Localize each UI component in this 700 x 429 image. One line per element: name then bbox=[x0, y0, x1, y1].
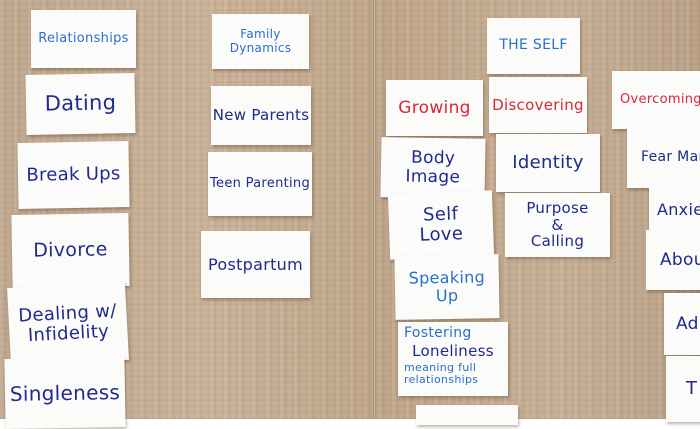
card-divorce: Divorce bbox=[11, 212, 130, 289]
card-dating-text: Dating bbox=[44, 90, 117, 117]
card-t-partial-text: T bbox=[686, 378, 698, 400]
card-fostering-text: Fostering bbox=[404, 325, 472, 341]
card-discovering-text: Discovering bbox=[492, 95, 584, 114]
card-new-parents: New Parents bbox=[211, 86, 311, 145]
table-seam bbox=[373, 0, 376, 419]
card-overcoming-text: Overcoming bbox=[620, 91, 700, 107]
card-self-love: Self Love bbox=[387, 190, 495, 260]
card-abou-partial: Abou bbox=[646, 230, 700, 290]
card-singleness: Singleness bbox=[4, 356, 126, 429]
card-bottom-partial bbox=[416, 405, 518, 425]
card-overcoming: Overcoming bbox=[612, 71, 700, 129]
card-identity-text: Identity bbox=[512, 152, 584, 174]
card-self-love-text: Self Love bbox=[419, 203, 464, 246]
card-relationships-text: Relationships bbox=[38, 30, 129, 46]
card-abou-partial-text: Abou bbox=[660, 249, 700, 270]
card-dealing-w-infidelity-text: Dealing w/ Infidelity bbox=[17, 300, 118, 347]
card-discovering: Discovering bbox=[489, 77, 587, 133]
card-adc-partial: Ad bbox=[664, 293, 700, 355]
card-dealing-w-infidelity: Dealing w/ Infidelity bbox=[7, 281, 129, 367]
card-the-self-text: THE SELF bbox=[499, 37, 568, 54]
card-family-dynamics-text: Family Dynamics bbox=[229, 27, 292, 55]
card-identity: Identity bbox=[496, 134, 600, 192]
card-dating: Dating bbox=[25, 73, 136, 135]
card-divorce-text: Divorce bbox=[33, 238, 108, 262]
card-relationships: Relationships bbox=[31, 10, 136, 68]
card-postpartum: Postpartum bbox=[201, 231, 310, 298]
card-anxiety-partial: Anxie bbox=[649, 187, 700, 233]
card-new-parents-text: New Parents bbox=[212, 106, 310, 125]
card-break-ups-text: Break Ups bbox=[26, 163, 121, 186]
card-body-image: Body Image bbox=[380, 137, 486, 199]
card-postpartum-text: Postpartum bbox=[207, 254, 303, 274]
card-purpose-calling-text: Purpose & Calling bbox=[526, 199, 589, 251]
card-teen-parenting: Teen Parenting bbox=[208, 152, 312, 216]
card-growing: Growing bbox=[386, 80, 483, 136]
card-break-ups: Break Ups bbox=[17, 141, 130, 209]
card-growing-text: Growing bbox=[398, 97, 471, 118]
card-family-dynamics: Family Dynamics bbox=[212, 14, 309, 69]
card-speaking-up-text: Speaking Up bbox=[408, 267, 486, 306]
card-loneliness-text: Loneliness bbox=[412, 342, 494, 361]
card-fear-management: Fear Management bbox=[627, 128, 700, 188]
card-teen-parenting-text: Teen Parenting bbox=[209, 175, 311, 191]
card-adc-partial-text: Ad bbox=[676, 313, 699, 334]
card-fostering: Fostering Loneliness meaning full relati… bbox=[398, 322, 508, 396]
card-body-image-text: Body Image bbox=[405, 147, 461, 188]
card-purpose-calling: Purpose & Calling bbox=[505, 193, 610, 257]
card-fear-management-text: Fear Management bbox=[641, 149, 700, 166]
card-t-partial: T bbox=[666, 356, 700, 422]
card-meaningful-relationships-text: meaning full relationships bbox=[404, 360, 479, 386]
card-singleness-text: Singleness bbox=[9, 380, 121, 406]
card-anxiety-partial-text: Anxie bbox=[657, 200, 700, 220]
card-the-self: THE SELF bbox=[487, 18, 580, 74]
card-speaking-up: Speaking Up bbox=[394, 254, 500, 320]
